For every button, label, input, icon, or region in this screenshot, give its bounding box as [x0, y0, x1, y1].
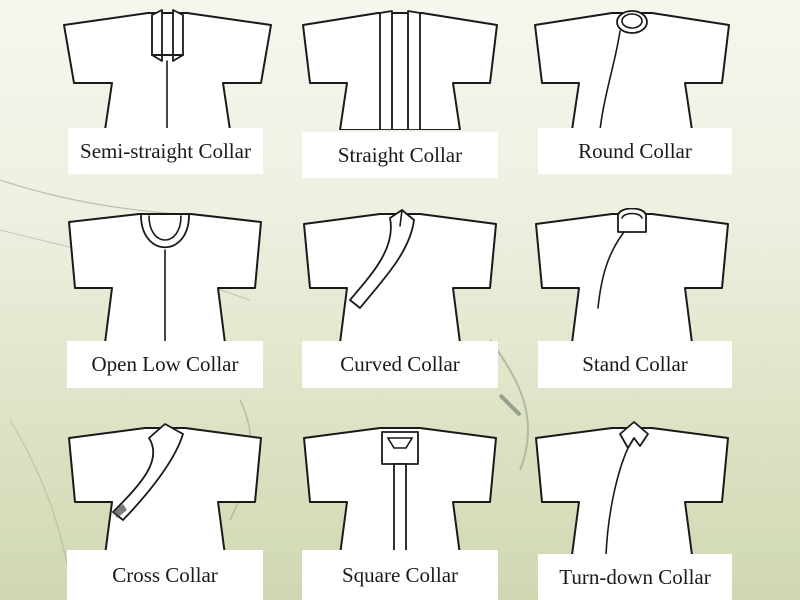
collar-label: Round Collar: [538, 128, 732, 174]
curved-collar-garment-icon: [303, 209, 497, 343]
collar-cell-cross: Cross Collar: [65, 420, 265, 600]
collar-label: Stand Collar: [538, 341, 732, 388]
collar-cell-turn-down: Turn-down Collar: [532, 420, 732, 600]
collar-label: Cross Collar: [67, 550, 263, 600]
cross-collar-garment-icon: [68, 423, 262, 555]
collar-label: Straight Collar: [302, 132, 498, 178]
collar-cell-stand: Stand Collar: [532, 208, 732, 388]
stand-collar-garment-icon: [535, 208, 729, 343]
collar-cell-curved: Curved Collar: [300, 208, 500, 388]
collar-label: Open Low Collar: [67, 341, 263, 388]
collar-label: Turn-down Collar: [538, 554, 732, 600]
collar-cell-semi-straight: Semi-straight Collar: [60, 5, 275, 175]
semi-straight-collar-garment-icon: [63, 9, 272, 130]
collar-cell-open-low: Open Low Collar: [65, 208, 265, 388]
collar-label: Curved Collar: [302, 341, 498, 388]
collar-cell-square: Square Collar: [300, 420, 500, 600]
turn-down-collar-garment-icon: [535, 421, 729, 555]
round-collar-garment-icon: [534, 10, 730, 130]
collar-cell-round: Round Collar: [532, 5, 732, 175]
collar-label: Semi-straight Collar: [68, 128, 263, 174]
square-collar-garment-icon: [303, 427, 497, 555]
collar-label: Square Collar: [302, 550, 498, 600]
collar-cell-straight: Straight Collar: [300, 5, 500, 178]
straight-collar-garment-icon: [302, 10, 498, 130]
open-low-collar-garment-icon: [68, 213, 262, 343]
